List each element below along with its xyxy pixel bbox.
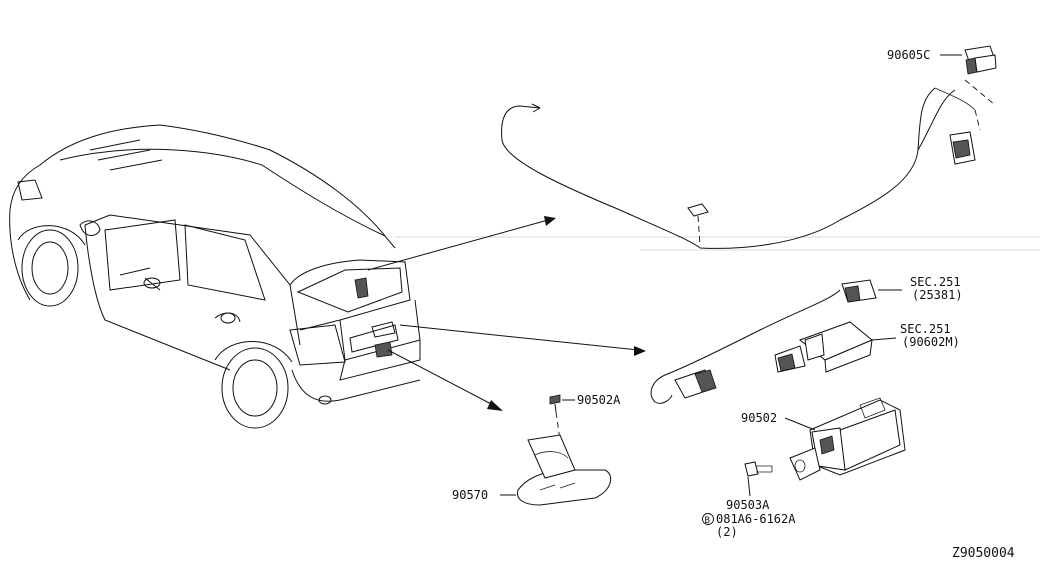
label-90502a: 90502A bbox=[577, 393, 621, 407]
bolt-symbol-circle bbox=[702, 513, 714, 525]
harness-middle bbox=[650, 279, 902, 404]
garnish-assembly bbox=[500, 394, 612, 506]
bolt-90503a bbox=[744, 461, 773, 497]
label-90502: 90502 bbox=[741, 411, 777, 425]
label-bolt-code: 081A6-6162A bbox=[716, 512, 796, 526]
background-guides bbox=[395, 236, 1040, 251]
label-sec251-b: SEC.251 bbox=[900, 322, 951, 336]
bolt-symbol: B bbox=[705, 516, 710, 526]
module-90602m bbox=[774, 321, 873, 373]
pointer-arrows bbox=[367, 216, 646, 411]
switch-90502 bbox=[784, 397, 906, 481]
harness-upper bbox=[501, 45, 997, 249]
label-sec251-b-ref: (90602M) bbox=[902, 335, 960, 349]
label-90605c: 90605C bbox=[887, 48, 930, 62]
label-90503a: 90503A bbox=[726, 498, 770, 512]
label-sec251-a-ref: (25381) bbox=[912, 288, 963, 302]
label-90570: 90570 bbox=[452, 488, 488, 502]
connector-25381 bbox=[841, 279, 877, 303]
label-sec251-a: SEC.251 bbox=[910, 275, 961, 289]
connector-harness-end bbox=[674, 369, 717, 399]
label-bolt-qty: (2) bbox=[716, 525, 738, 539]
diagram-id: Z9050004 bbox=[952, 546, 1015, 561]
callout-labels: 90605C SEC.251 (25381) SEC.251 (90602M) … bbox=[452, 48, 1015, 561]
vehicle-illustration bbox=[9, 124, 421, 429]
connector-90605c bbox=[964, 45, 997, 75]
